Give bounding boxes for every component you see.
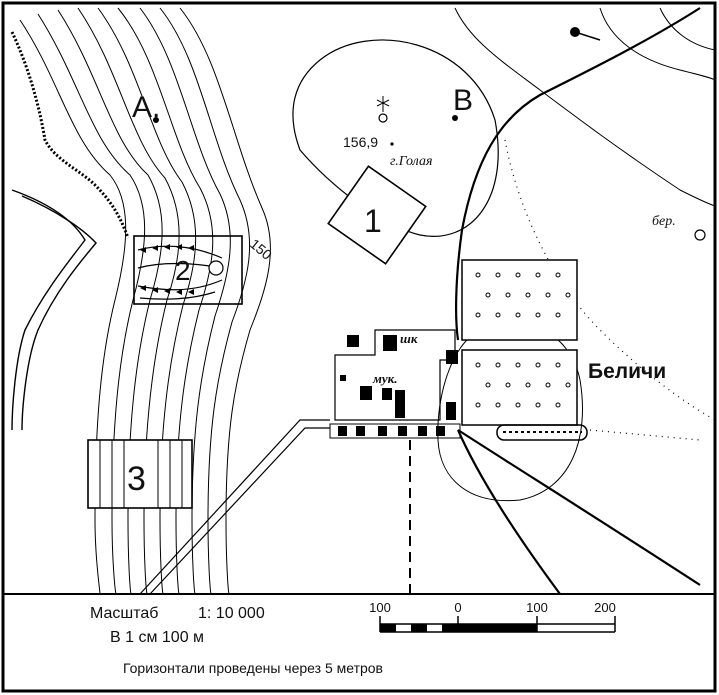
school-building [383,335,397,351]
hill-contour [292,39,499,237]
ravine-hachures [140,244,194,295]
birch-icon [694,229,706,241]
orchard-south [461,349,578,426]
scale-tick-label: 100 [369,600,391,615]
west-road [139,419,330,595]
label-mill: мук. [372,371,398,386]
area-3-box [87,439,193,509]
point-b-marker [452,115,458,121]
label-point-b: B [453,84,473,117]
scale-tick-label: 200 [594,600,616,615]
spring-icon [208,260,224,276]
scale-ratio: 1: 10 000 [198,605,265,622]
orchards [461,259,578,426]
ne-contours [454,7,716,207]
area-3-contours [99,440,183,508]
shrub-strip [496,424,588,441]
scale-tick-label: 0 [454,600,461,615]
label-area-1: 1 [364,203,382,239]
scale-title: Масштаб [90,605,158,622]
footpaths [504,139,716,441]
label-area-3: 3 [127,460,146,498]
roads [455,7,701,595]
area-2-box [133,235,243,305]
label-point-a: A. [132,91,160,124]
point-a-marker [153,117,159,123]
scale-tick-label: 100 [526,600,548,615]
label-birch: бер. [652,214,676,229]
label-school: шк [400,331,418,346]
label-area-2: 2 [175,255,191,286]
contour-interval-note: Горизонтали проведены через 5 метров [123,660,383,676]
river-banks [11,189,97,431]
mill-building [360,386,372,400]
label-hill-name: г.Голая [390,154,432,169]
village-blocks [329,329,461,439]
label-village: Беличи [588,360,666,383]
scale-text: В 1 см 100 м [110,629,204,646]
scale-bar [379,616,616,633]
orchard-north [461,259,578,341]
area-1-box [327,165,427,265]
label-height: 156,9 [343,134,378,150]
trig-point-icon [376,96,390,123]
